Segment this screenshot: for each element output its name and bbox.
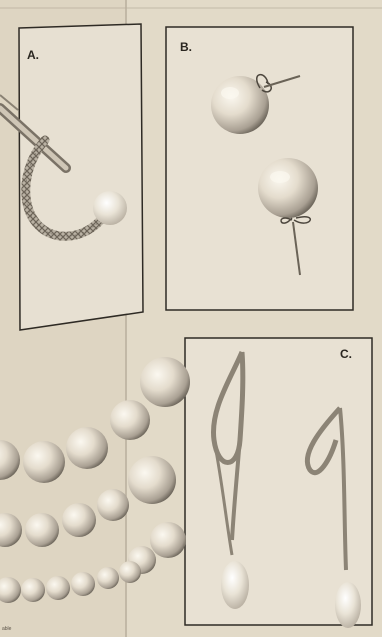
- panel-c-label: C.: [340, 347, 352, 361]
- panel-c: [185, 338, 372, 628]
- panel-b-label: B.: [180, 40, 192, 54]
- panel-a: [0, 24, 143, 330]
- panel-a-label: A.: [27, 48, 39, 62]
- caption-fragment: able: [2, 626, 11, 632]
- panel-b: [166, 27, 353, 310]
